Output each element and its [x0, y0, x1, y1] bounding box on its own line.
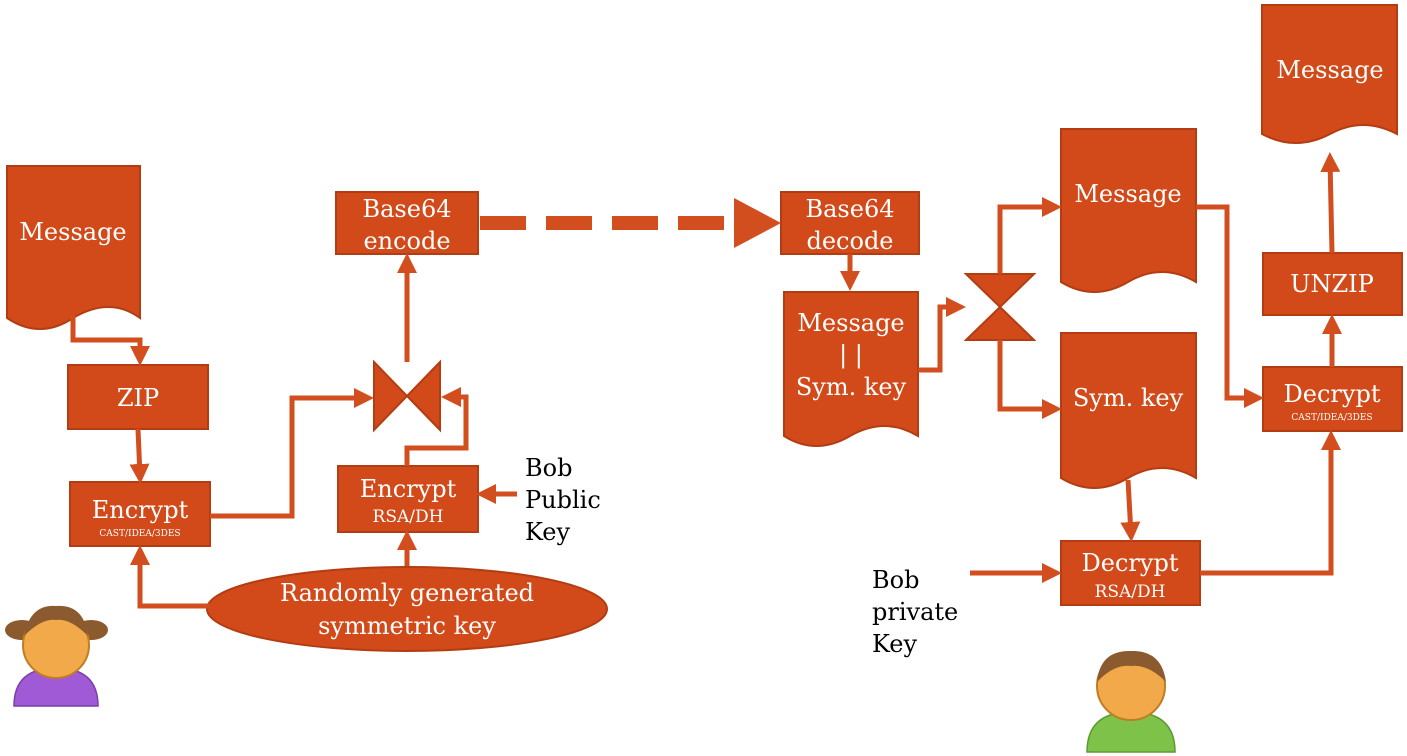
base64-decode-line1: Base64 [805, 195, 894, 223]
zip-label: ZIP [117, 384, 159, 412]
arrow-rsa-to-collate [404, 387, 469, 466]
encrypt-rsa-subtitle: RSA/DH [373, 507, 444, 527]
alice-avatar-icon [5, 605, 108, 707]
arrow-encrypt-to-collate [210, 388, 374, 519]
arrow-combined-to-collate [918, 297, 966, 373]
arrow-collate-to-symkey [997, 340, 1062, 419]
bob-public-key-line1: Bob [525, 454, 572, 482]
encrypt-symmetric-title: Encrypt [92, 496, 189, 524]
encrypt-rsa-box: Encrypt RSA/DH [337, 465, 479, 533]
base64-decode-box: Base64 decode [780, 191, 920, 255]
bob-public-key-line3: Key [525, 518, 570, 546]
receiver-message-label: Message [1074, 180, 1181, 208]
base64-decode-line2: decode [806, 227, 893, 255]
base64-encode-line2: encode [363, 227, 450, 255]
arrow-symkey-to-decrypt-rsa [1120, 479, 1141, 542]
arrow-decrypt-rsa-to-decrypt-sym [1200, 430, 1341, 576]
random-key-line2: symmetric key [318, 612, 496, 640]
arrow-collate-to-message [997, 197, 1062, 274]
base64-encode-box: Base64 encode [335, 191, 479, 255]
symkey-document: Sym. key [1060, 332, 1197, 489]
encrypt-symmetric-box: Encrypt CAST/IDEA/3DES [69, 481, 211, 547]
sender-message-document: Message [6, 165, 141, 330]
bob-private-key-line1: Bob [872, 566, 919, 594]
final-message-label: Message [1276, 56, 1383, 84]
unzip-box: UNZIP [1262, 252, 1403, 316]
unzip-label: UNZIP [1290, 270, 1374, 298]
arrow-message-to-decrypt-sym [1196, 204, 1264, 408]
decrypt-symmetric-box: Decrypt CAST/IDEA/3DES [1262, 366, 1403, 432]
arrow-message-to-zip [70, 316, 150, 366]
combined-line3: Sym. key [796, 373, 907, 401]
final-message-document: Message [1261, 4, 1398, 144]
combined-line1: Message [797, 309, 904, 337]
transmission-arrow [480, 198, 781, 248]
bob-private-key-line3: Key [872, 630, 917, 658]
symkey-label: Sym. key [1073, 384, 1184, 412]
zip-box: ZIP [67, 364, 209, 430]
collate-symbol-receiver [963, 273, 1037, 341]
arrow-zip-to-encrypt [129, 428, 150, 484]
base64-encode-line1: Base64 [362, 195, 451, 223]
encrypt-rsa-title: Encrypt [360, 475, 457, 503]
decrypt-symmetric-subtitle: CAST/IDEA/3DES [1291, 413, 1372, 423]
decrypt-rsa-subtitle: RSA/DH [1095, 582, 1166, 602]
receiver-message-document: Message [1060, 128, 1197, 293]
encrypt-symmetric-subtitle: CAST/IDEA/3DES [99, 529, 180, 539]
arrow-key-to-encrypt-sym [130, 545, 210, 609]
combined-line2: | | [839, 341, 863, 370]
bob-private-key-text: Bob private Key [872, 566, 958, 658]
collate-symbol-sender [373, 359, 441, 433]
decrypt-rsa-box: Decrypt RSA/DH [1060, 540, 1201, 606]
sender-message-label: Message [19, 218, 126, 246]
arrow-unzip-to-message [1320, 152, 1341, 254]
bob-public-key-text: Bob Public Key [525, 454, 601, 546]
random-key-line1: Randomly generated [280, 579, 534, 607]
decrypt-symmetric-title: Decrypt [1284, 380, 1381, 408]
random-key-ellipse: Randomly generated symmetric key [206, 566, 608, 652]
bob-public-key-line2: Public [525, 486, 601, 514]
bob-avatar-icon [1086, 650, 1176, 753]
combined-message-key-document: Message | | Sym. key [783, 291, 919, 447]
bob-private-key-line2: private [872, 598, 958, 626]
decrypt-rsa-title: Decrypt [1082, 549, 1179, 577]
